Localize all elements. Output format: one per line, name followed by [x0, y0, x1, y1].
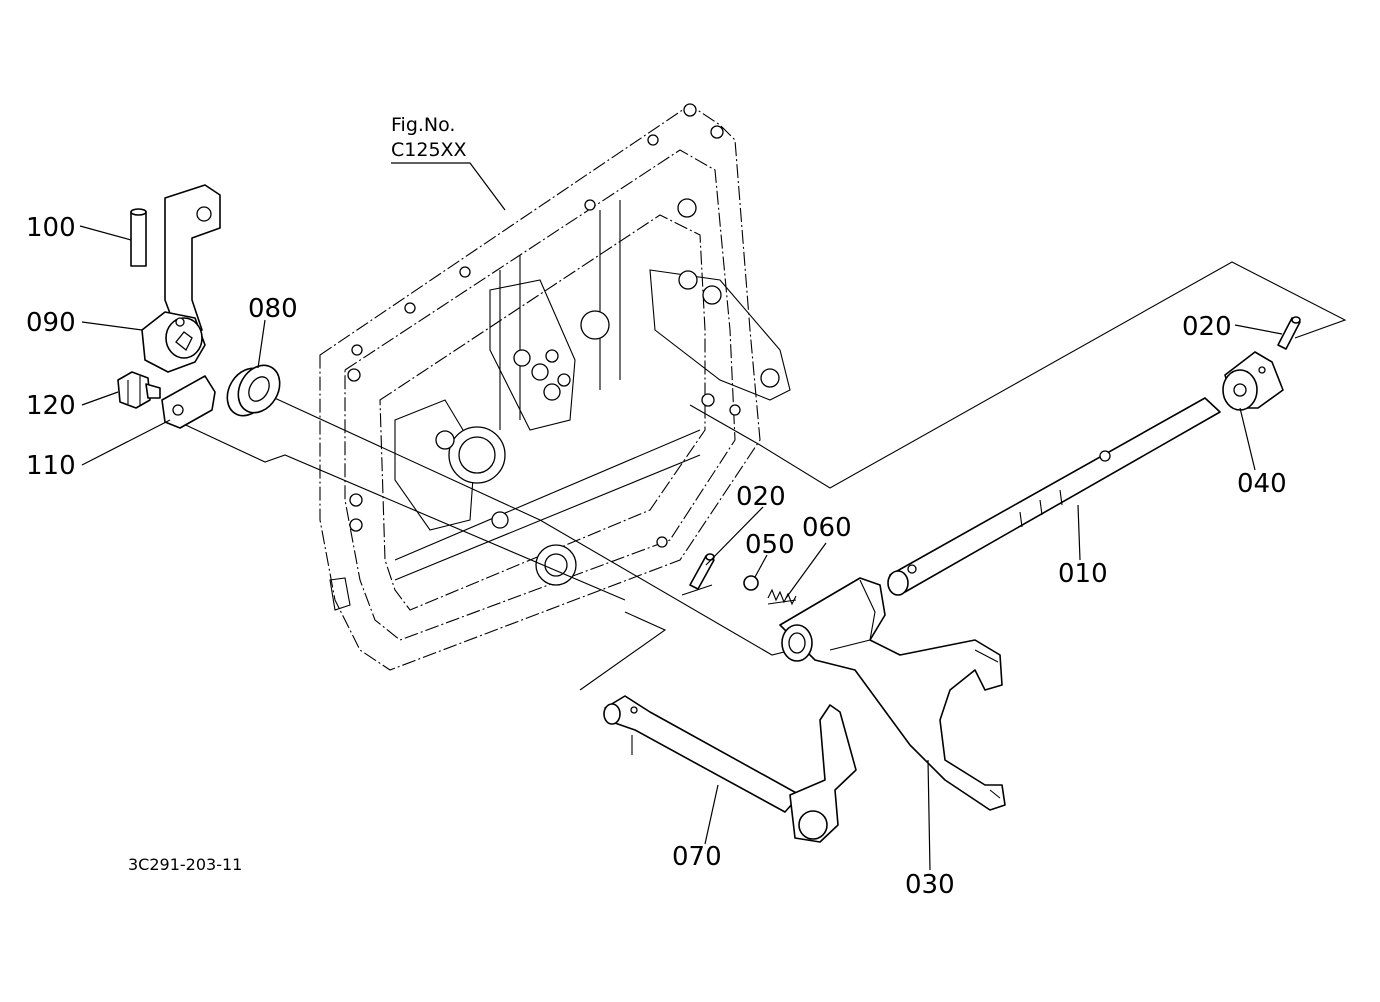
figure-ref-code: C125XX: [391, 139, 467, 161]
callout-060: 060: [802, 513, 852, 543]
part-020-spring-pin-upper: [1277, 316, 1301, 350]
part-080-oil-seal: [226, 364, 281, 417]
part-020-spring-pin-lower: [689, 553, 715, 590]
callout-120: 120: [26, 391, 76, 421]
part-010-shifter-rod: [887, 397, 1221, 596]
transmission-case-housing: [319, 103, 791, 671]
callout-040: 040: [1237, 469, 1287, 499]
part-100-pin: [130, 208, 147, 267]
callout-020-lower: 020: [736, 482, 786, 512]
callout-110: 110: [26, 451, 76, 481]
document-number: 3C291-203-11: [128, 855, 242, 874]
callout-090: 090: [26, 308, 76, 338]
part-090-shift-arm: [141, 184, 221, 373]
part-120-bolt: [117, 371, 161, 409]
part-030-shift-fork: [779, 577, 1006, 811]
callout-070: 070: [672, 842, 722, 872]
callout-050: 050: [745, 530, 795, 560]
part-070-shift-shaft: [603, 695, 857, 843]
callout-030: 030: [905, 870, 955, 900]
callout-100: 100: [26, 213, 76, 243]
callout-010: 010: [1058, 559, 1108, 589]
figure-ref-leader: [391, 162, 506, 211]
callout-080: 080: [248, 294, 298, 324]
part-050-steel-ball: [743, 575, 759, 591]
callout-020-upper: 020: [1182, 312, 1232, 342]
part-060-spring: [767, 588, 797, 606]
callout-leaders: [79, 225, 1283, 871]
figure-ref-label: Fig.No.: [391, 114, 455, 136]
part-040-collar: [1222, 351, 1284, 411]
